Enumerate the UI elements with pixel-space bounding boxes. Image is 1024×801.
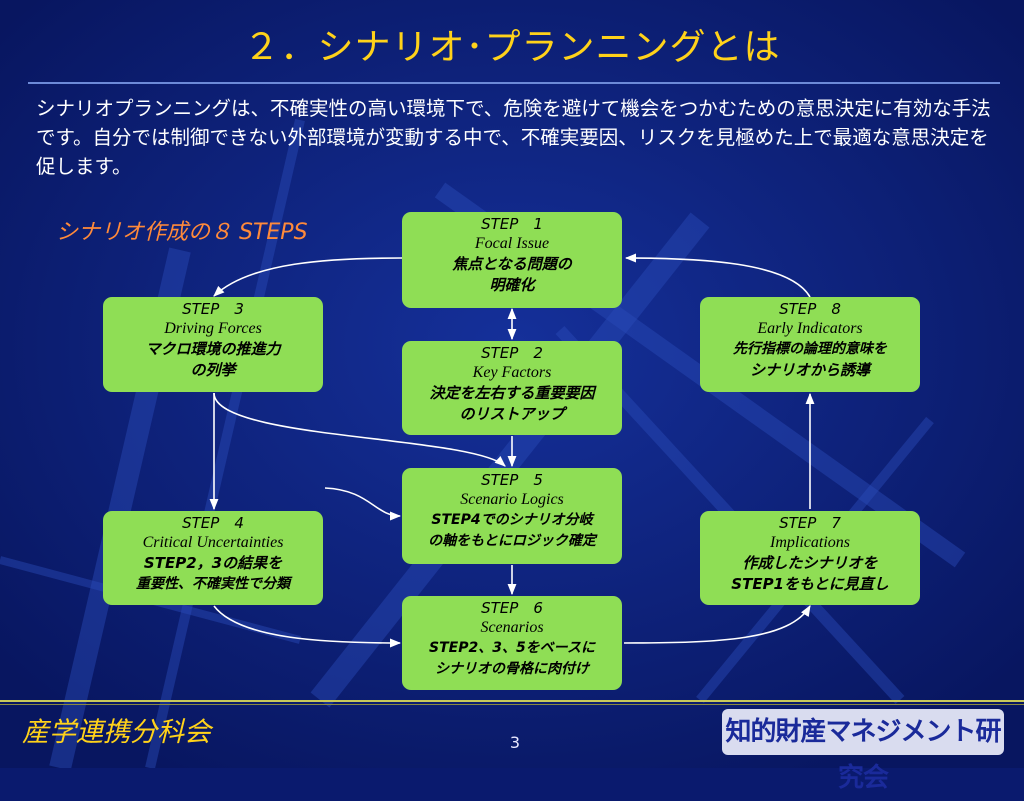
step7-box: STEP 7 Implications 作成したシナリオを STEP1をもとに見…: [700, 511, 920, 605]
step7-japanese-line2: STEP1をもとに見直し: [731, 575, 889, 593]
step1-japanese-line2: 明確化: [489, 276, 535, 294]
step4-japanese-line1: STEP2，3の結果を: [143, 554, 283, 572]
step2-japanese-line1: 決定を左右する重要要因: [429, 384, 595, 402]
step7-english: Implications: [770, 534, 850, 551]
diagram-subtitle: シナリオ作成の８ STEPS: [56, 220, 308, 245]
step1-number: STEP 1: [481, 215, 543, 233]
step1-box: STEP 1 Focal Issue 焦点となる問題の 明確化: [402, 212, 622, 308]
step8-number: STEP 8: [779, 300, 841, 318]
step8-japanese-line2: シナリオから誘導: [749, 361, 870, 379]
step6-japanese-line2: シナリオの骨格に肉付け: [435, 661, 589, 677]
step6-english: Scenarios: [480, 619, 544, 636]
intro-text: シナリオプランニングは、不確実性の高い環境下で、危険を避けて機会をつかむための意…: [36, 97, 991, 178]
step4-number: STEP 4: [182, 514, 244, 532]
step5-japanese-line1: STEP4でのシナリオ分岐: [431, 512, 593, 528]
page-title: ２．シナリオ･プランニングとは: [243, 27, 781, 68]
step1-english: Focal Issue: [474, 235, 550, 252]
step3-japanese-line2: の列挙: [190, 361, 236, 379]
footer-logo: 知的財産マネジメント研究会: [722, 709, 1004, 793]
step2-english: Key Factors: [472, 364, 552, 381]
step2-number: STEP 2: [481, 344, 543, 362]
step4-box: STEP 4 Critical Uncertainties STEP2，3の結果…: [103, 511, 323, 605]
step7-number: STEP 7: [779, 514, 841, 532]
footer-divider-thin: [0, 704, 1024, 705]
step2-box: STEP 2 Key Factors 決定を左右する重要要因 のリストアップ: [402, 341, 622, 435]
step1-japanese-line1: 焦点となる問題の: [452, 255, 572, 273]
step8-english: Early Indicators: [757, 320, 863, 337]
step4-english: Critical Uncertainties: [142, 534, 284, 551]
step5-box: STEP 5 Scenario Logics STEP4でのシナリオ分岐 の軸を…: [402, 468, 622, 564]
step4-japanese-line2: 重要性、不確実性で分類: [136, 576, 290, 592]
step6-box: STEP 6 Scenarios STEP2、3、5をベースに シナリオの骨格に…: [402, 596, 622, 690]
step7-japanese-line1: 作成したシナリオを: [742, 554, 878, 572]
step2-japanese-line2: のリストアップ: [459, 405, 565, 423]
step3-english: Driving Forces: [164, 320, 262, 337]
footer-organization: 産学連携分科会: [22, 717, 211, 748]
step5-english: Scenario Logics: [460, 491, 564, 508]
step6-japanese-line1: STEP2、3、5をベースに: [429, 640, 595, 656]
step8-japanese-line1: 先行指標の論理的意味を: [733, 341, 887, 357]
step5-number: STEP 5: [481, 471, 543, 489]
page-number: 3: [509, 733, 521, 752]
step8-box: STEP 8 Early Indicators 先行指標の論理的意味を シナリオ…: [700, 297, 920, 392]
footer-divider: [0, 700, 1024, 702]
step3-japanese-line1: マクロ環境の推進力: [145, 340, 281, 358]
step3-box: STEP 3 Driving Forces マクロ環境の推進力 の列挙: [103, 297, 323, 392]
step5-japanese-line2: の軸をもとにロジック確定: [428, 533, 596, 549]
title-divider: [28, 82, 1000, 84]
step3-number: STEP 3: [182, 300, 244, 318]
step6-number: STEP 6: [481, 599, 543, 617]
